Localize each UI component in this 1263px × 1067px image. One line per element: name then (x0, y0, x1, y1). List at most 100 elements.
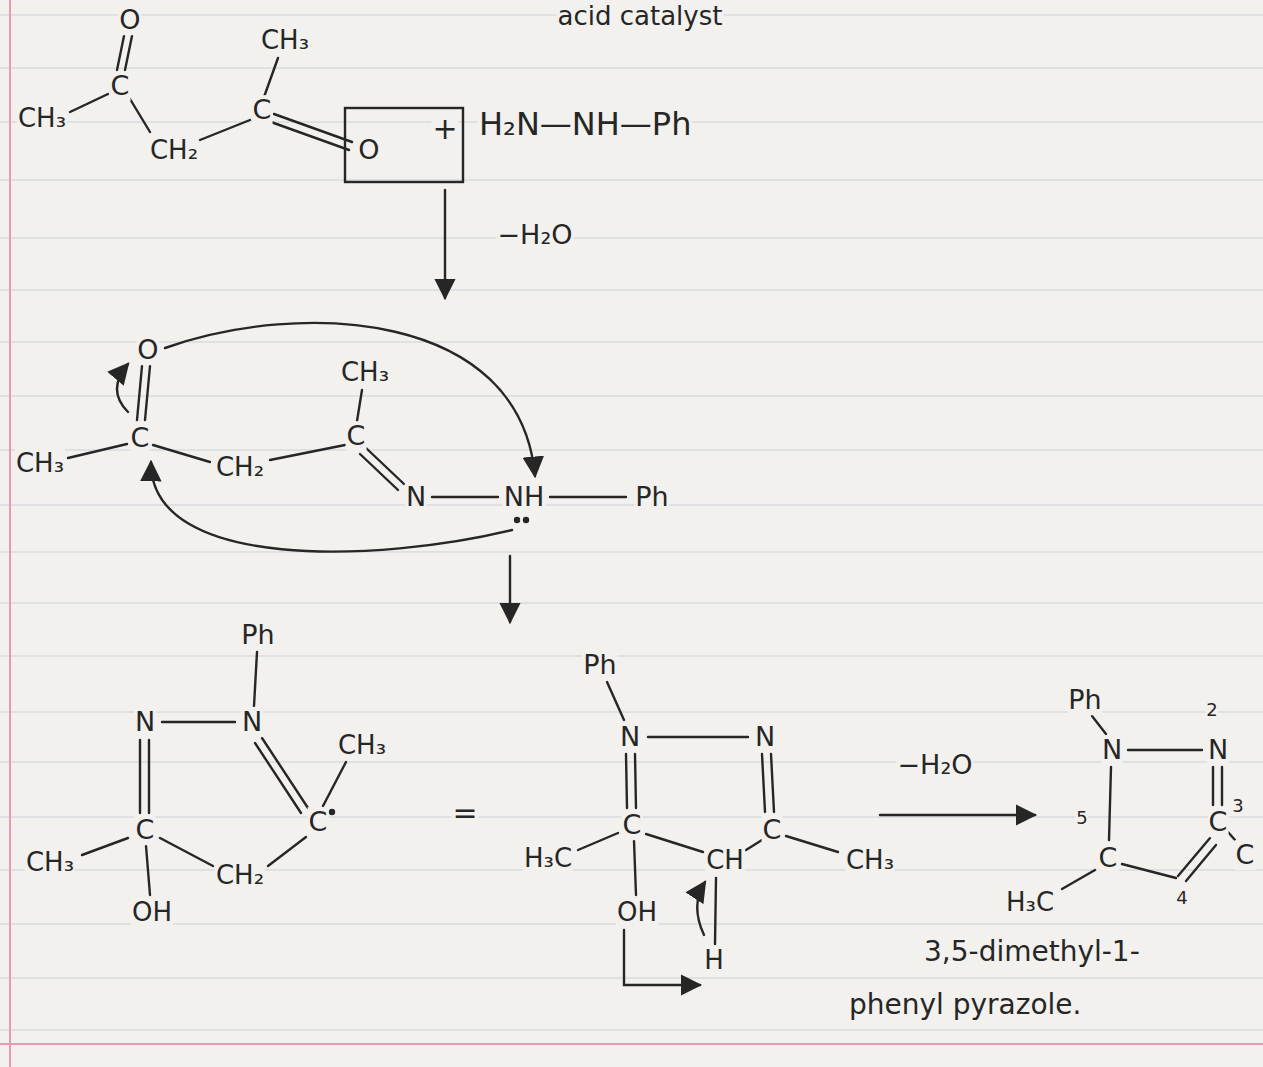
ruled-line (0, 289, 1263, 290)
bond (125, 36, 132, 70)
chem-label: N (134, 707, 156, 737)
ruled-line (0, 602, 1263, 603)
chem-label: 5 (1075, 808, 1088, 828)
chem-label: H (703, 946, 725, 975)
chem-label: C (135, 815, 156, 845)
chem-label: CH₃ (337, 731, 387, 760)
chem-label: C (1235, 840, 1256, 870)
chem-label: 3,5-dimethyl-1- phenyl pyrazole. (848, 925, 1210, 1031)
chem-label: Ph (634, 482, 669, 512)
chem-label: C (130, 423, 151, 453)
bond (607, 682, 624, 720)
bond (357, 390, 362, 421)
chem-label: 2 (1205, 700, 1218, 720)
ruled-line (0, 341, 1263, 342)
bond (254, 652, 257, 706)
bond (145, 366, 150, 420)
bond (1212, 767, 1214, 805)
bond (153, 445, 210, 462)
bond (1128, 749, 1202, 751)
ruled-line (0, 179, 1263, 180)
bond (635, 754, 636, 808)
ruled-lines (0, 15, 1263, 1030)
charge-dot (330, 810, 334, 814)
bond (200, 120, 250, 140)
chem-label: Ph (240, 620, 275, 650)
curved-arrow (117, 364, 128, 412)
chem-label: N (405, 482, 427, 512)
ruled-line (0, 504, 1263, 505)
bond (323, 762, 346, 806)
chem-label: N (1101, 735, 1123, 765)
chem-label: CH (705, 846, 745, 875)
ruled-line (0, 869, 1263, 870)
bond (746, 840, 762, 850)
chem-label: CH₃ (15, 449, 65, 478)
ruled-line (0, 67, 1263, 68)
chem-label: acid catalyst (557, 2, 724, 31)
ruled-line (0, 395, 1263, 396)
bond (648, 736, 748, 738)
chem-label: C (110, 71, 131, 101)
chem-label: H₂N—NH—Ph (478, 107, 692, 142)
bond (130, 99, 150, 132)
chem-label: CH₃ (17, 104, 67, 133)
chem-label: Ph (582, 650, 617, 680)
chem-label: Ph (1067, 685, 1102, 715)
chem-label: O (357, 135, 380, 165)
chem-label: CH₃ (340, 358, 390, 387)
bond (117, 36, 124, 70)
bond (634, 841, 636, 895)
bond (271, 122, 349, 150)
curved-arrow (624, 930, 700, 985)
chem-label: CH₂ (215, 861, 265, 890)
bond (1228, 832, 1235, 840)
bond (1122, 864, 1176, 878)
bond (626, 754, 627, 808)
curved-arrow (151, 462, 512, 552)
chem-label: C (762, 815, 783, 845)
bond (137, 366, 142, 420)
ruled-line (0, 551, 1263, 552)
chem-label: H₃C (1005, 888, 1055, 917)
bond (360, 454, 398, 490)
bond (715, 878, 716, 944)
reaction-arrow (880, 814, 1035, 816)
bond (1109, 767, 1111, 840)
reaction-arrow (509, 556, 511, 622)
bond (262, 738, 308, 808)
chem-label: NH (503, 482, 546, 512)
bond (646, 834, 703, 852)
chem-label: OH (131, 898, 173, 927)
chem-label: C (622, 810, 643, 840)
bond (1221, 767, 1223, 805)
bond (771, 754, 774, 812)
bond (550, 496, 626, 498)
chem-label: OH (616, 898, 658, 927)
bond (146, 846, 150, 895)
bond (139, 740, 141, 813)
bond (68, 444, 127, 458)
bond (264, 58, 278, 97)
ruled-line (0, 761, 1263, 762)
chem-label: = (451, 796, 478, 829)
ruled-line (0, 977, 1263, 978)
margin-line (0, 1043, 1263, 1045)
bond (578, 833, 618, 850)
bond (1186, 845, 1216, 881)
bond (786, 836, 838, 852)
chem-label: −H₂O (896, 750, 973, 780)
chem-label: O (118, 5, 141, 35)
chem-label: H₃C (523, 844, 573, 873)
chem-label: −H₂O (496, 220, 573, 250)
chem-label: CH₂ (149, 136, 199, 165)
ruled-line (0, 237, 1263, 238)
chem-label: + (431, 112, 458, 145)
bond (162, 721, 235, 723)
bond (70, 94, 108, 112)
bond (160, 838, 213, 866)
bond (148, 740, 150, 813)
bond (1062, 870, 1095, 889)
chem-label: CH₂ (215, 453, 265, 482)
